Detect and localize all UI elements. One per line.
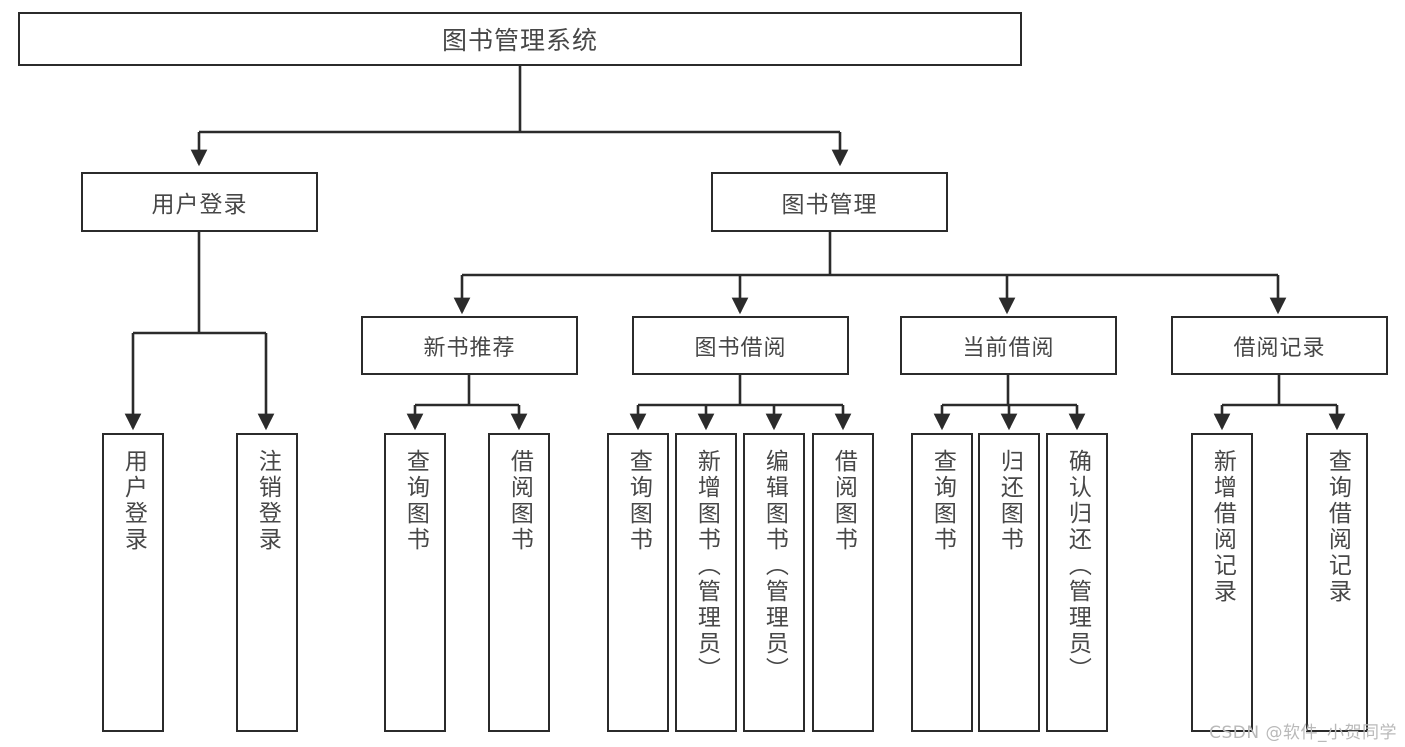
node-leaf-add-record[interactable]: 新增借阅记录 <box>1191 433 1253 732</box>
node-current-borrow-label: 当前借阅 <box>962 335 1055 361</box>
node-leaf-confirm-return-label: 确认归还（管理员） <box>1064 449 1091 683</box>
node-leaf-confirm-return[interactable]: 确认归还（管理员） <box>1046 433 1108 732</box>
node-leaf-borrow-book-2[interactable]: 借阅图书 <box>812 433 874 732</box>
node-leaf-query-book-2[interactable]: 查询图书 <box>607 433 669 732</box>
node-user-login-label: 用户登录 <box>151 192 248 218</box>
node-book-manage-label: 图书管理 <box>781 192 878 218</box>
node-leaf-query-book-3-label: 查询图书 <box>929 449 956 553</box>
node-leaf-query-record[interactable]: 查询借阅记录 <box>1306 433 1368 732</box>
node-book-borrow[interactable]: 图书借阅 <box>632 316 849 375</box>
node-leaf-add-book-label: 新增图书（管理员） <box>693 449 720 683</box>
node-user-login[interactable]: 用户登录 <box>81 172 318 232</box>
node-book-borrow-label: 图书借阅 <box>694 335 787 361</box>
node-leaf-return-book-label: 归还图书 <box>996 449 1023 553</box>
node-leaf-add-book[interactable]: 新增图书（管理员） <box>675 433 737 732</box>
node-borrow-record[interactable]: 借阅记录 <box>1171 316 1388 375</box>
node-leaf-logout-label: 注销登录 <box>254 449 281 553</box>
node-leaf-edit-book[interactable]: 编辑图书（管理员） <box>743 433 805 732</box>
node-book-manage[interactable]: 图书管理 <box>711 172 948 232</box>
node-leaf-add-record-label: 新增借阅记录 <box>1209 449 1236 605</box>
node-new-book-rec-label: 新书推荐 <box>423 335 516 361</box>
node-leaf-query-record-label: 查询借阅记录 <box>1324 449 1351 605</box>
node-leaf-query-book-1-label: 查询图书 <box>402 449 429 553</box>
node-leaf-return-book[interactable]: 归还图书 <box>978 433 1040 732</box>
node-root[interactable]: 图书管理系统 <box>18 12 1022 66</box>
node-new-book-rec[interactable]: 新书推荐 <box>361 316 578 375</box>
node-leaf-query-book-1[interactable]: 查询图书 <box>384 433 446 732</box>
node-leaf-borrow-book-1-label: 借阅图书 <box>506 449 533 553</box>
node-leaf-user-login[interactable]: 用户登录 <box>102 433 164 732</box>
node-leaf-query-book-3[interactable]: 查询图书 <box>911 433 973 732</box>
watermark: CSDN @软件_小贺同学 <box>1209 723 1397 743</box>
node-leaf-borrow-book-1[interactable]: 借阅图书 <box>488 433 550 732</box>
node-leaf-borrow-book-2-label: 借阅图书 <box>830 449 857 553</box>
node-current-borrow[interactable]: 当前借阅 <box>900 316 1117 375</box>
node-leaf-logout[interactable]: 注销登录 <box>236 433 298 732</box>
node-borrow-record-label: 借阅记录 <box>1233 335 1326 361</box>
node-leaf-query-book-2-label: 查询图书 <box>625 449 652 553</box>
node-leaf-edit-book-label: 编辑图书（管理员） <box>761 449 788 683</box>
node-leaf-user-login-label: 用户登录 <box>120 449 147 553</box>
node-root-label: 图书管理系统 <box>441 26 598 55</box>
